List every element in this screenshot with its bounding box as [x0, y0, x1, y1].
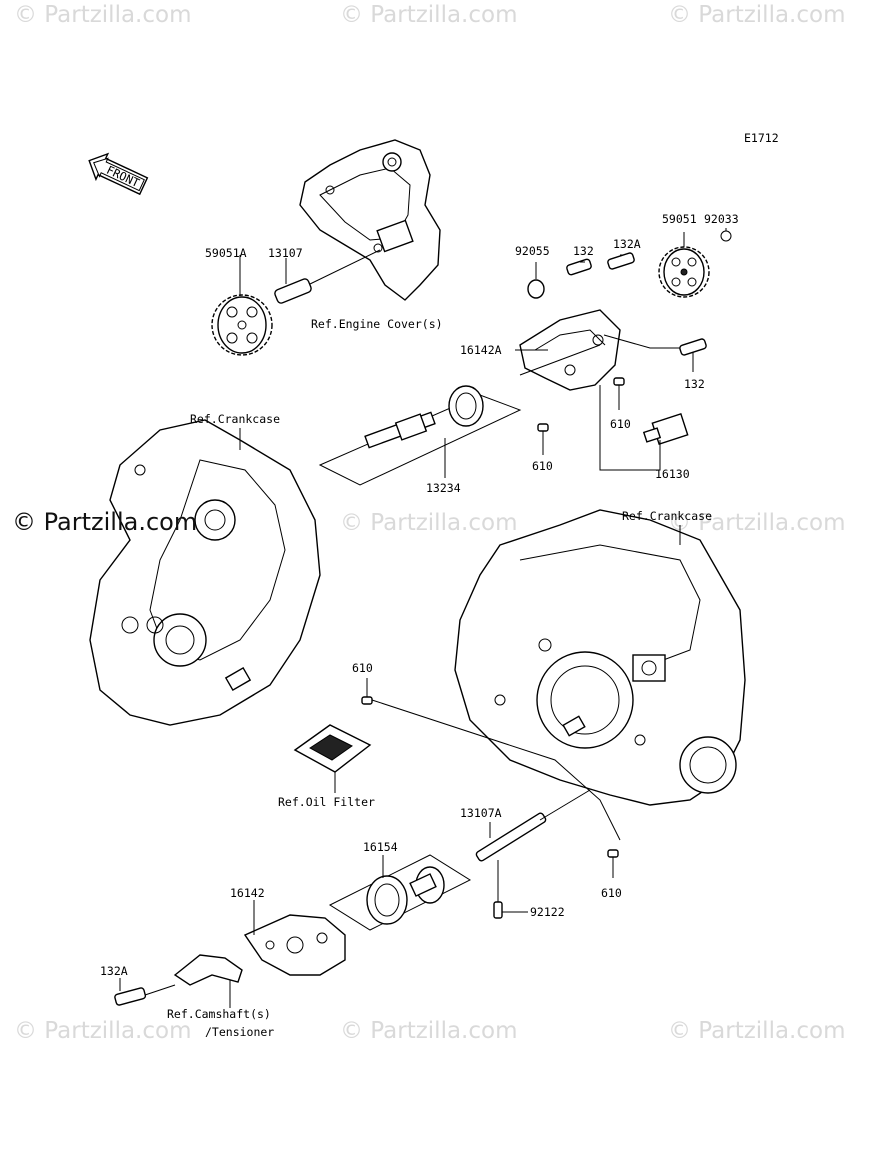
part-label[interactable]: 132A: [613, 237, 641, 251]
gear-59051: [658, 246, 710, 298]
part-label[interactable]: 59051: [662, 212, 697, 226]
rotor-shaft-13234: [318, 385, 522, 486]
part-label[interactable]: 16130: [655, 467, 690, 481]
dowel-610-c: [361, 696, 373, 705]
collar-92055: [527, 279, 545, 299]
fitting-16130: [642, 413, 689, 445]
part-label[interactable]: 92033: [704, 212, 739, 226]
ref-crankcase-left-label: Ref.Crankcase: [190, 412, 280, 426]
bolt-132A-top: [607, 252, 635, 270]
part-label[interactable]: 13107A: [460, 806, 502, 820]
ref-tensioner-label: /Tensioner: [205, 1025, 274, 1039]
ref-camshaft-label: Ref.Camshaft(s): [167, 1007, 271, 1021]
front-arrow-icon: FRONT: [88, 152, 149, 196]
ref-crankcase-right-label: Ref.Crankcase: [622, 509, 712, 523]
bolt-132-right: [679, 338, 707, 356]
gear-59051A: [211, 294, 273, 356]
rotor-16154: [328, 854, 472, 931]
part-label[interactable]: 16142: [230, 886, 265, 900]
watermark: © Partzilla.com: [340, 2, 518, 28]
crankcase-left: [89, 419, 321, 726]
partzilla-watermark: © Partzilla.com: [12, 508, 197, 536]
part-label[interactable]: 610: [610, 417, 631, 431]
watermark: © Partzilla.com: [340, 510, 518, 536]
part-label[interactable]: 16142A: [460, 343, 502, 357]
engine-cover-outline: [299, 139, 441, 301]
watermark: © Partzilla.com: [340, 1018, 518, 1044]
reference-labels: Ref.Engine Cover(s) Ref.Crankcase Ref.Cr…: [167, 317, 712, 1039]
part-label[interactable]: 92122: [530, 905, 565, 919]
watermark: © Partzilla.com: [14, 2, 192, 28]
part-label[interactable]: 610: [352, 661, 373, 675]
watermark: © Partzilla.com: [14, 1018, 192, 1044]
dowel-610-b: [537, 423, 549, 432]
pin-13107: [274, 278, 312, 304]
dowel-610-a: [613, 377, 625, 386]
oil-pump-body-16142A: [519, 309, 621, 391]
pin-92122: [493, 901, 503, 919]
part-labels: 59051A 13107 92055 132 132A 59051 92033 …: [100, 212, 739, 978]
part-label[interactable]: 132: [684, 377, 705, 391]
part-label[interactable]: 132A: [100, 964, 128, 978]
shaft-13107A: [475, 812, 547, 862]
part-label[interactable]: 16154: [363, 840, 398, 854]
part-label[interactable]: 13234: [426, 481, 461, 495]
oil-pump-body-16142: [243, 914, 346, 976]
camshaft-tensioner-plate: [173, 954, 243, 986]
ref-oil-filter-label: Ref.Oil Filter: [278, 795, 375, 809]
part-label[interactable]: 59051A: [205, 246, 247, 260]
crankcase-right: [454, 509, 746, 806]
oil-filter-element: [293, 724, 372, 773]
circlip-92033: [720, 230, 732, 242]
bolt-132-top: [566, 258, 592, 276]
watermark: © Partzilla.com: [668, 2, 846, 28]
part-label[interactable]: 13107: [268, 246, 303, 260]
part-label[interactable]: 92055: [515, 244, 550, 258]
watermark: © Partzilla.com: [668, 1018, 846, 1044]
diagram-code: E1712: [744, 131, 779, 145]
watermark-layer: © Partzilla.com © Partzilla.com © Partzi…: [14, 2, 846, 1044]
bolt-132A-bottom: [114, 987, 147, 1006]
ref-engine-cover-label: Ref.Engine Cover(s): [311, 317, 443, 331]
dowel-610-d: [607, 849, 619, 858]
part-label[interactable]: 610: [532, 459, 553, 473]
part-label[interactable]: 132: [573, 244, 594, 258]
watermark: © Partzilla.com: [668, 510, 846, 536]
part-label[interactable]: 610: [601, 886, 622, 900]
